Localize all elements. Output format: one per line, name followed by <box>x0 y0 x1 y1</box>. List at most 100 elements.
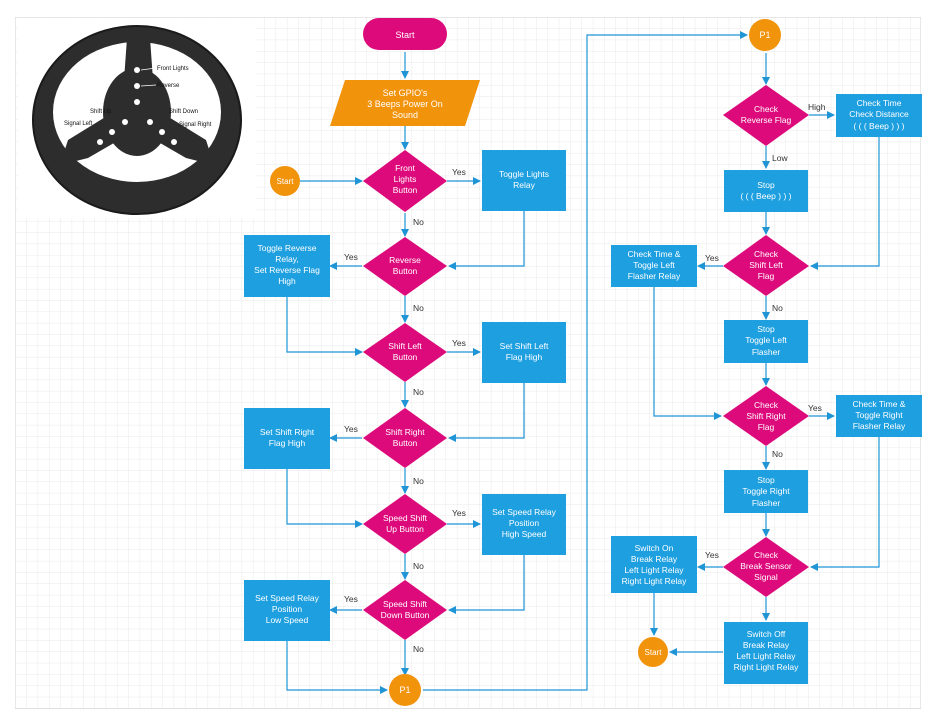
svg-text:( ( ( Beep ) ) ): ( ( ( Beep ) ) ) <box>740 191 791 201</box>
svg-text:Right Light Relay: Right Light Relay <box>734 662 799 672</box>
label-no: No <box>413 644 424 654</box>
svg-text:Up Button: Up Button <box>386 524 424 534</box>
svg-text:Start: Start <box>645 648 663 657</box>
svg-text:Shift Left: Shift Left <box>388 341 422 351</box>
process-toggle-lights: Toggle Lights Relay <box>482 150 566 211</box>
label-yes: Yes <box>452 508 466 518</box>
wheel-label-reverse: Reverse <box>157 83 180 89</box>
connector-p1-top: P1 <box>749 19 781 51</box>
svg-text:High: High <box>278 276 296 286</box>
svg-text:Stop: Stop <box>757 475 775 485</box>
svg-text:Set Shift Left: Set Shift Left <box>500 341 549 351</box>
svg-text:Flag High: Flag High <box>506 352 543 362</box>
label-yes: Yes <box>452 338 466 348</box>
connector-p1-bottom: P1 <box>389 674 421 706</box>
process-switch-on: Switch On Break Relay Left Light Relay R… <box>611 536 697 593</box>
svg-text:Button: Button <box>393 438 418 448</box>
label-low: Low <box>772 153 788 163</box>
svg-text:3 Beeps Power On: 3 Beeps Power On <box>367 99 443 109</box>
svg-text:Check Time &: Check Time & <box>628 249 681 259</box>
svg-text:High Speed: High Speed <box>502 529 547 539</box>
decision-shift-left-button: Shift Left Button <box>363 323 447 382</box>
decision-speed-down: Speed Shift Down Button <box>363 580 447 640</box>
gpio-setup-io: Set GPIO's 3 Beeps Power On Sound <box>330 80 480 126</box>
svg-text:Shift Right: Shift Right <box>385 427 425 437</box>
start-terminal: Start <box>363 18 447 50</box>
svg-text:Down Button: Down Button <box>381 610 430 620</box>
decision-break-sensor: Check Break Sensor Signal <box>723 537 809 597</box>
label-no: No <box>413 561 424 571</box>
label-no: No <box>413 303 424 313</box>
process-stop-left-flasher: Stop Toggle Left Flasher <box>724 320 808 363</box>
decision-reverse-flag: Check Reverse Flag <box>723 85 809 146</box>
svg-text:Sound: Sound <box>392 110 418 120</box>
decision-shift-right-button: Shift Right Button <box>363 408 447 468</box>
label-yes: Yes <box>344 252 358 262</box>
svg-text:Right Light Relay: Right Light Relay <box>622 576 687 586</box>
svg-text:Flag: Flag <box>758 422 775 432</box>
wheel-label-front-lights: Front Lights <box>157 66 189 72</box>
svg-text:Left Light Relay: Left Light Relay <box>736 651 796 661</box>
svg-text:Set Reverse Flag: Set Reverse Flag <box>254 265 320 275</box>
svg-text:Flasher Relay: Flasher Relay <box>628 271 681 281</box>
svg-text:Button: Button <box>393 266 418 276</box>
svg-text:Flag High: Flag High <box>269 438 306 448</box>
svg-text:Switch On: Switch On <box>635 543 674 553</box>
svg-text:P1: P1 <box>399 685 410 695</box>
svg-text:Break Sensor: Break Sensor <box>740 561 792 571</box>
svg-text:Front: Front <box>395 163 415 173</box>
svg-text:Check: Check <box>754 400 779 410</box>
svg-text:Break Relay: Break Relay <box>743 640 790 650</box>
svg-text:Set Speed Relay: Set Speed Relay <box>255 593 320 603</box>
label-no: No <box>772 449 783 459</box>
svg-text:Low Speed: Low Speed <box>266 615 309 625</box>
decision-shift-right-flag: Check Shift Right Flag <box>723 386 809 446</box>
svg-text:Flasher Relay: Flasher Relay <box>853 421 906 431</box>
svg-text:( ( ( Beep ) ) ): ( ( ( Beep ) ) ) <box>853 121 904 131</box>
svg-text:Flag: Flag <box>758 271 775 281</box>
svg-text:Toggle Left: Toggle Left <box>745 335 787 345</box>
process-toggle-reverse: Toggle Reverse Relay, Set Reverse Flag H… <box>244 235 330 297</box>
svg-text:Check: Check <box>754 550 779 560</box>
svg-text:Signal: Signal <box>754 572 778 582</box>
label-yes: Yes <box>452 167 466 177</box>
svg-text:Toggle Reverse: Toggle Reverse <box>257 243 316 253</box>
label-no: No <box>413 476 424 486</box>
svg-text:Flasher: Flasher <box>752 347 781 357</box>
decision-front-lights: Front Lights Button <box>363 150 447 212</box>
svg-text:Speed Shift: Speed Shift <box>383 599 428 609</box>
svg-text:Stop: Stop <box>757 324 775 334</box>
start-side-connector: Start <box>270 166 300 196</box>
svg-text:Speed Shift: Speed Shift <box>383 513 428 523</box>
svg-text:Check Time &: Check Time & <box>853 399 906 409</box>
svg-text:Flasher: Flasher <box>752 498 781 508</box>
svg-text:Set Speed Relay: Set Speed Relay <box>492 507 557 517</box>
svg-text:P1: P1 <box>759 30 770 40</box>
svg-text:Relay,: Relay, <box>275 254 298 264</box>
label-no: No <box>413 387 424 397</box>
svg-text:Toggle Right: Toggle Right <box>742 486 790 496</box>
process-shift-left-high: Set Shift Left Flag High <box>482 322 566 383</box>
svg-text:Position: Position <box>509 518 540 528</box>
end-start-connector: Start <box>638 637 668 667</box>
label-yes: Yes <box>705 253 719 263</box>
label-yes: Yes <box>344 424 358 434</box>
wheel-label-signal-left: Signal Left <box>64 121 93 127</box>
wheel-label-shift-up: Shift Up <box>90 109 112 115</box>
process-shift-right-high: Set Shift Right Flag High <box>244 408 330 469</box>
process-stop-right-flasher: Stop Toggle Right Flasher <box>724 470 808 513</box>
svg-text:Button: Button <box>393 185 418 195</box>
label-no: No <box>772 303 783 313</box>
process-speed-high: Set Speed Relay Position High Speed <box>482 494 566 555</box>
svg-text:Set Shift Right: Set Shift Right <box>260 427 315 437</box>
svg-text:Check: Check <box>754 104 779 114</box>
svg-text:Start: Start <box>395 30 415 40</box>
process-check-time-distance: Check Time Check Distance ( ( ( Beep ) )… <box>836 94 922 137</box>
svg-text:Check: Check <box>754 249 779 259</box>
label-yes: Yes <box>705 550 719 560</box>
left-flow-lines <box>286 31 748 694</box>
process-switch-off: Switch Off Break Relay Left Light Relay … <box>724 622 808 684</box>
svg-text:Toggle Left: Toggle Left <box>633 260 675 270</box>
label-no: No <box>413 217 424 227</box>
